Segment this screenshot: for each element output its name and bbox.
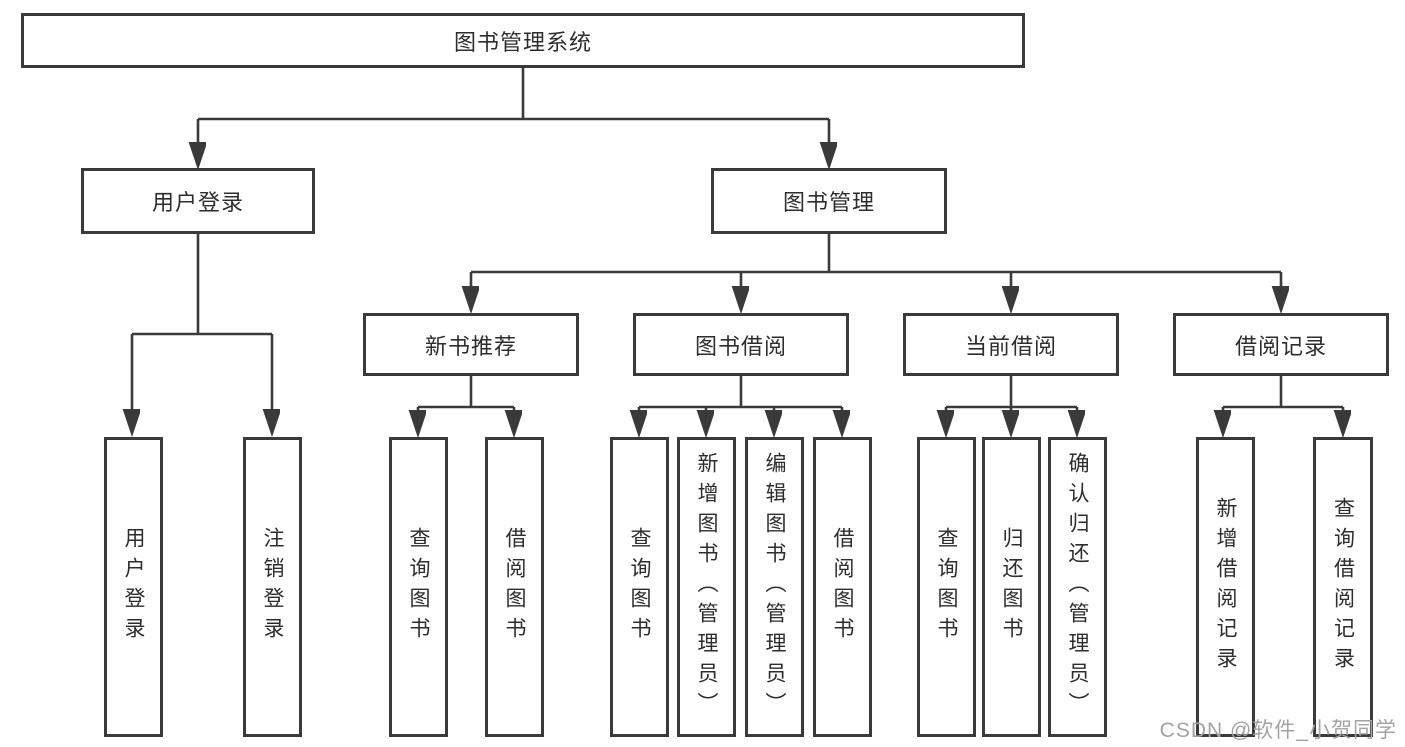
leaf-label: 确认归还（管理员） (1066, 452, 1089, 722)
leaf-edit-books-admin: 编辑图书（管理员） (745, 437, 804, 737)
leaf-label: 查询借阅记录 (1331, 497, 1355, 677)
leaf-label: 查询图书 (407, 527, 430, 647)
leaf-add-borrow-record: 新增借阅记录 (1196, 437, 1255, 737)
leaf-confirm-return-admin: 确认归还（管理员） (1048, 437, 1107, 737)
leaf-label: 归还图书 (1000, 527, 1023, 647)
leaf-logout: 注销登录 (243, 437, 302, 737)
node-borrowing-records: 借阅记录 (1173, 313, 1389, 376)
leaf-label: 查询图书 (935, 527, 958, 647)
node-current-borrowing: 当前借阅 (903, 313, 1119, 376)
node-library-management-system: 图书管理系统 (21, 13, 1025, 68)
leaf-borrow-books: 借阅图书 (813, 437, 872, 737)
leaf-query-books-recommend: 查询图书 (389, 437, 448, 737)
leaf-borrow-books-recommend: 借阅图书 (485, 437, 544, 737)
node-book-borrowing: 图书借阅 (633, 313, 849, 376)
leaf-label: 新增借阅记录 (1214, 497, 1237, 677)
leaf-label: 注销登录 (261, 527, 284, 647)
leaf-label: 新增图书（管理员） (695, 452, 718, 722)
leaf-label: 查询图书 (628, 527, 651, 647)
leaf-label: 编辑图书（管理员） (763, 452, 786, 722)
node-book-management-branch: 图书管理 (711, 168, 947, 234)
leaf-add-books-admin: 新增图书（管理员） (677, 437, 736, 737)
leaf-query-books-borrowing: 查询图书 (610, 437, 669, 737)
leaf-user-login: 用户登录 (104, 437, 163, 737)
leaf-label: 借阅图书 (503, 527, 526, 647)
leaf-return-books: 归还图书 (982, 437, 1041, 737)
leaf-label: 用户登录 (122, 527, 145, 647)
node-new-book-recommendation: 新书推荐 (363, 313, 579, 376)
leaf-label: 借阅图书 (831, 527, 854, 647)
leaf-query-borrow-record: 查询借阅记录 (1313, 437, 1373, 737)
node-user-login-branch: 用户登录 (81, 168, 315, 234)
leaf-query-books-current: 查询图书 (917, 437, 976, 737)
